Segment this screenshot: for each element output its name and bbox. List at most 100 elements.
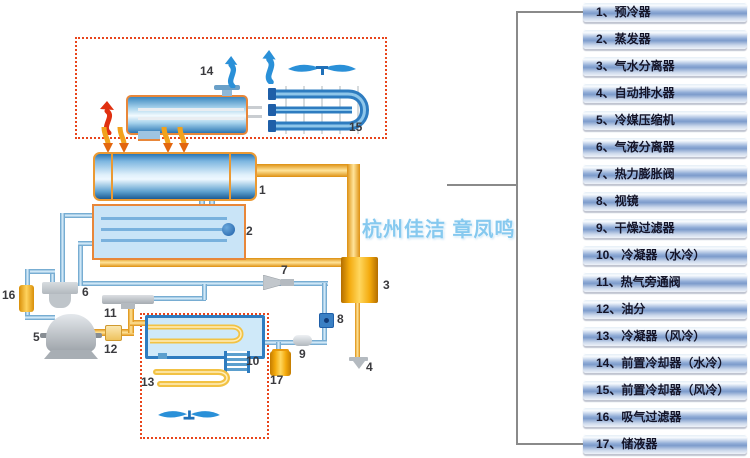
legend-item-label: 15、前置冷却器（风冷） <box>596 383 730 397</box>
callout-5: 5 <box>33 330 40 344</box>
legend-item-2: 2、蒸发器 <box>583 29 747 49</box>
callout-2: 2 <box>246 224 253 238</box>
hot-air-inlet-arrow-icon <box>100 101 114 135</box>
condenser-coil <box>148 324 244 344</box>
pipe-segment <box>276 342 281 353</box>
compressor-base <box>44 350 98 359</box>
vessel-foot <box>138 131 160 141</box>
fan-icon <box>288 64 356 75</box>
bracket-vertical-line <box>516 11 518 445</box>
oil-separator <box>105 325 122 341</box>
gas-liquid-separator <box>42 282 78 294</box>
pipe-segment <box>104 296 206 301</box>
suction-filter <box>19 285 34 312</box>
air-inlet-arrows-icon <box>101 127 129 153</box>
pipe-segment <box>209 196 215 206</box>
pipe-segment <box>78 243 83 286</box>
legend-item-label: 16、吸气过滤器 <box>596 410 682 424</box>
callout-14: 14 <box>200 64 214 78</box>
legend-item-label: 7、热力膨胀阀 <box>596 167 675 181</box>
pipe-segment <box>202 284 207 300</box>
pipe-segment <box>130 320 148 326</box>
legend-item-label: 3、气水分离器 <box>596 59 675 73</box>
sight-glass-dot <box>324 318 329 323</box>
tube-stub <box>244 115 262 118</box>
pipe-segment <box>80 281 328 286</box>
legend-item-label: 10、冷凝器（水冷） <box>596 248 706 262</box>
condenser-water-cooled <box>145 315 265 359</box>
callout-12: 12 <box>104 342 118 356</box>
bracket-bottom-line <box>516 443 584 445</box>
pipe-segment <box>250 164 360 177</box>
condenser-section-box <box>140 313 269 439</box>
air-water-separator-vessel <box>341 257 378 303</box>
coil-end-cap <box>222 223 235 236</box>
callout-8: 8 <box>337 312 344 326</box>
precooler-section-box <box>75 37 387 139</box>
callout-4: 4 <box>366 360 373 374</box>
exhaust-air-arrow-icon <box>262 50 276 84</box>
watermark: 杭州佳洁 章凤鸣 <box>362 219 516 241</box>
legend-item-15: 15、前置冷却器（风冷） <box>583 380 747 400</box>
pipe-segment <box>355 302 360 359</box>
pipe-segment <box>25 269 55 274</box>
callout-16: 16 <box>2 288 16 302</box>
legend-item-13: 13、冷凝器（风冷） <box>583 326 747 346</box>
auto-drain-tip <box>353 361 365 369</box>
legend-item-4: 4、自动排水器 <box>583 83 747 103</box>
coil-line <box>101 239 227 242</box>
legend-item-1: 1、预冷器 <box>583 2 747 22</box>
legend-item-label: 8、视镜 <box>596 194 639 208</box>
callout-3: 3 <box>383 278 390 292</box>
pipe-segment <box>199 196 205 206</box>
legend-item-6: 6、气液分离器 <box>583 137 747 157</box>
callout-10: 10 <box>246 354 260 368</box>
pipe-segment <box>128 319 134 333</box>
callout-17: 17 <box>270 373 284 387</box>
callout-6: 6 <box>82 285 89 299</box>
legend-item-label: 13、冷凝器（风冷） <box>596 329 706 343</box>
legend-item-9: 9、干燥过滤器 <box>583 218 747 238</box>
legend-item-label: 11、热气旁通阀 <box>596 275 681 289</box>
legend-item-16: 16、吸气过滤器 <box>583 407 747 427</box>
pipe-segment <box>60 213 65 284</box>
coil-line <box>101 217 227 220</box>
hot-gas-bypass-valve-stem <box>121 303 135 309</box>
legend-item-14: 14、前置冷却器（水冷） <box>583 353 747 373</box>
hot-gas-bypass-valve <box>102 295 154 304</box>
bracket-top-line <box>516 11 584 13</box>
vessel-port-cap <box>214 85 240 90</box>
legend-item-label: 12、油分 <box>596 302 646 316</box>
sight-glass <box>319 313 334 328</box>
legend-item-label: 2、蒸发器 <box>596 32 651 46</box>
callout-15: 15 <box>349 120 363 134</box>
evaporator-vessel <box>92 204 246 260</box>
air-inlet-arrows-icon <box>161 127 189 153</box>
pipe-segment <box>62 213 100 218</box>
coil-line <box>101 228 235 231</box>
pipe-segment <box>128 305 134 322</box>
pipe-segment <box>100 258 345 267</box>
legend-item-5: 5、冷媒压缩机 <box>583 110 747 130</box>
legend-item-3: 3、气水分离器 <box>583 56 747 76</box>
legend-item-7: 7、热力膨胀阀 <box>583 164 747 184</box>
legend-item-12: 12、油分 <box>583 299 747 319</box>
legend-item-17: 17、储液器 <box>583 434 747 454</box>
precooler-air-cooled-coil <box>268 86 369 134</box>
legend-item-label: 6、气液分离器 <box>596 140 675 154</box>
precooler-vessel <box>93 152 257 201</box>
condenser-leg <box>158 353 167 359</box>
auto-drain <box>349 357 368 361</box>
pipe-segment <box>258 340 327 345</box>
fan-icon <box>158 410 220 420</box>
bracket-connector-line <box>447 184 517 186</box>
legend-item-label: 17、储液器 <box>596 437 658 451</box>
vessel-port <box>222 89 232 96</box>
expansion-valve <box>263 275 294 290</box>
vessel-divider <box>229 154 231 199</box>
pipe-segment <box>25 315 55 320</box>
callout-9: 9 <box>299 347 306 361</box>
callout-1: 1 <box>259 183 266 197</box>
vessel-divider <box>111 154 113 199</box>
pipe-segment <box>347 164 360 260</box>
